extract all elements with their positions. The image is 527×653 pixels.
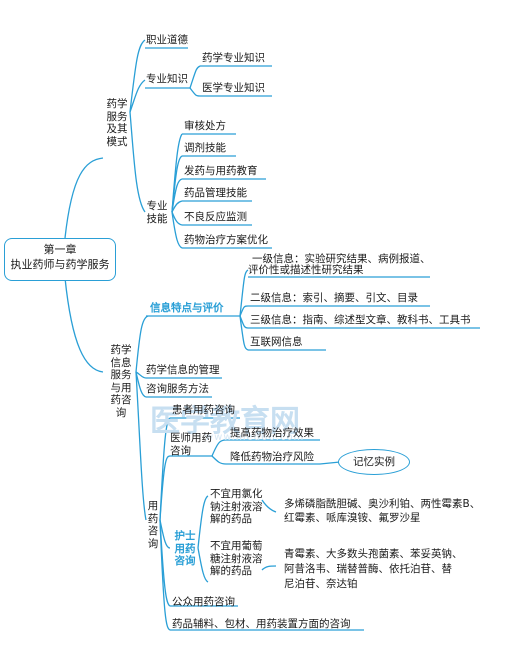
branch2-title: 药学信息服务与用药咨询 bbox=[110, 344, 132, 419]
skill-item-therapy-optimization: 药物治疗方案优化 bbox=[184, 234, 268, 246]
skill-item-dispensing: 调剂技能 bbox=[184, 142, 226, 154]
info-internet: 互联网信息 bbox=[250, 336, 303, 348]
skill-item-medication-education: 发药与用药教育 bbox=[184, 165, 258, 177]
professional-skills-label: 专业技能 bbox=[146, 200, 168, 225]
ethics-label: 职业道德 bbox=[146, 34, 188, 46]
glucose-drugs-line1: 青霉素、大多数头孢菌素、苯妥英钠、 bbox=[284, 548, 463, 560]
watermark-url: www.med66.com bbox=[205, 432, 305, 443]
info-secondary: 二级信息：索引、摘要、引文、目录 bbox=[250, 292, 418, 304]
patient-consult-label: 患者用药咨询 bbox=[172, 404, 235, 416]
physician-item-risk: 降低药物治疗风险 bbox=[230, 451, 314, 463]
sodium-chloride-drugs-line1: 多烯磷脂酰胆碱、奥沙利铂、两性霉素B、 bbox=[284, 498, 481, 510]
physician-consult-label: 医师用药咨询 bbox=[170, 432, 212, 457]
glucose-drugs-line2: 阿昔洛韦、瑞替普酶、依托泊苷、替 bbox=[284, 563, 452, 575]
professional-knowledge-label: 专业知识 bbox=[146, 73, 188, 85]
memory-example-label: 记忆实例 bbox=[353, 456, 395, 468]
glucose-label: 不宜用葡萄糖注射液溶解的药品 bbox=[210, 540, 263, 577]
central-topic-line2: 执业药师与药学服务 bbox=[10, 258, 110, 271]
info-primary-line1: 一级信息：实验研究结果、病例报道、 bbox=[252, 253, 431, 265]
physician-item-efficacy: 提高药物治疗效果 bbox=[230, 427, 314, 439]
public-consult-label: 公众用药咨询 bbox=[172, 596, 235, 608]
central-topic-line1: 第一章 bbox=[43, 243, 77, 256]
connector-center-branch2 bbox=[64, 277, 104, 373]
memory-example-oval: 记忆实例 bbox=[338, 449, 410, 475]
watermark-logo: 医学教育网 bbox=[150, 404, 300, 439]
sodium-chloride-drugs-line2: 红霉素、哌库溴铵、氟罗沙星 bbox=[284, 512, 421, 524]
sodium-chloride-label: 不宜用氯化钠注射液溶解的药品 bbox=[210, 488, 263, 525]
info-primary-line2: 评价性或描述性研究结果 bbox=[248, 264, 364, 276]
connector-center-branch1 bbox=[64, 157, 104, 239]
central-topic-box: 第一章 执业药师与药学服务 bbox=[4, 238, 116, 281]
skill-item-prescription-review: 审核处方 bbox=[184, 120, 226, 132]
knowledge-item-medicine: 医学专业知识 bbox=[202, 82, 265, 94]
info-management-label: 药学信息的管理 bbox=[146, 364, 220, 376]
skill-item-adverse-reaction: 不良反应监测 bbox=[184, 211, 247, 223]
nurse-consult-label: 护士用药咨询 bbox=[174, 530, 196, 567]
excipients-consult-label: 药品辅料、包材、用药装置方面的咨询 bbox=[172, 618, 351, 630]
info-tertiary: 三级信息：指南、综述型文章、教科书、工具书 bbox=[250, 314, 471, 326]
branch1-title: 药学服务及其模式 bbox=[106, 98, 128, 148]
skill-item-drug-management: 药品管理技能 bbox=[184, 187, 247, 199]
glucose-drugs-line3: 尼泊苷、奈达铂 bbox=[284, 578, 358, 590]
knowledge-item-pharmacy: 药学专业知识 bbox=[202, 52, 265, 64]
info-features-label: 信息特点与评价 bbox=[150, 302, 224, 314]
medication-consult-label: 用药咨询 bbox=[147, 500, 159, 550]
consult-method-label: 咨询服务方法 bbox=[146, 383, 209, 395]
